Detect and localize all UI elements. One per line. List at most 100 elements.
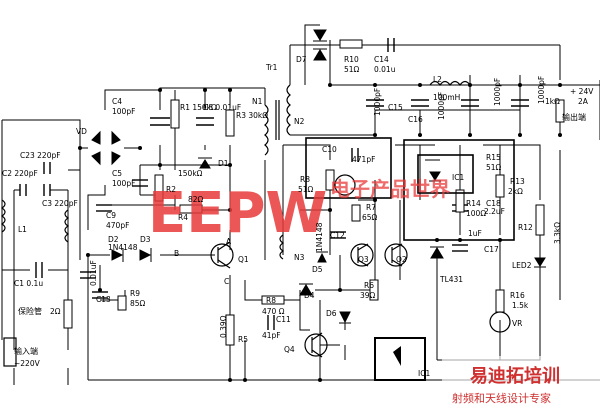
label-node-b: B bbox=[174, 249, 179, 258]
label-node-c: C bbox=[224, 277, 229, 286]
label-r3: R3 30kΩ bbox=[236, 111, 268, 120]
label-r14: R14 bbox=[466, 199, 481, 208]
label-vr: VR bbox=[512, 319, 522, 328]
label-r8: R8 bbox=[266, 296, 276, 305]
label-node-a: A bbox=[226, 237, 232, 246]
label-c9: C9 bbox=[106, 211, 116, 220]
label-c14: C14 bbox=[374, 55, 389, 64]
label-c4: C4 bbox=[112, 97, 122, 106]
label-r7: R7 bbox=[366, 203, 376, 212]
label-1000pf-a: 1000pF bbox=[373, 88, 382, 116]
label-d4: D4 bbox=[304, 291, 315, 300]
label-r16: R16 bbox=[510, 291, 525, 300]
transistors bbox=[3, 137, 515, 381]
label-r15: R15 bbox=[486, 153, 501, 162]
label-1uf: 1uF bbox=[468, 229, 482, 238]
label-r2: R2 bbox=[166, 185, 176, 194]
label-tl431: TL431 bbox=[439, 275, 463, 284]
label-33kohm: 3.3kΩ bbox=[553, 222, 562, 244]
label-1kohm: 1kΩ bbox=[545, 97, 560, 106]
label-51ohm-b: 51Ω bbox=[298, 185, 314, 194]
watermark-eepw: EEPW 电子产品世界 bbox=[148, 177, 450, 246]
component-labels: VD C23 220pF C2 220pF C3 220pF L1 C1 0.1… bbox=[2, 55, 594, 378]
label-51ohm-a: 51Ω bbox=[344, 65, 360, 74]
watermark-training-title: 易迪拓培训 bbox=[470, 365, 560, 387]
label-c16: C16 bbox=[408, 115, 423, 124]
label-1000pf-b: 1000pF bbox=[437, 92, 446, 120]
label-r8b: R8 bbox=[300, 175, 310, 184]
watermark-eepw-text: EEPW bbox=[148, 181, 327, 246]
junction-dots bbox=[78, 83, 562, 382]
label-82ohm: 82Ω bbox=[188, 195, 204, 204]
label-n2: N2 bbox=[294, 117, 305, 126]
label-n1: N1 bbox=[252, 97, 263, 106]
label-2a: 2A bbox=[578, 97, 589, 106]
label-input: 输入端 bbox=[14, 346, 38, 356]
label-22uf: 2.2uF bbox=[484, 207, 505, 216]
label-c18: C18 bbox=[486, 199, 501, 208]
label-d5: D5 bbox=[312, 265, 323, 274]
watermark-training-subtitle: 射频和天线设计专家 bbox=[452, 391, 551, 405]
label-d3: D3 bbox=[140, 235, 151, 244]
label-c15: C15 bbox=[388, 103, 403, 112]
label-r9: R9 bbox=[130, 289, 140, 298]
label-n3: N3 bbox=[294, 253, 305, 262]
label-c5-value: 100pF bbox=[112, 179, 135, 188]
watermark-training: 易迪拓培训 射频和天线设计专家 bbox=[442, 356, 600, 408]
label-1n4148: 1N4148 bbox=[108, 243, 138, 252]
label-c9-value: 470pF bbox=[106, 221, 129, 230]
label-d1: D1 bbox=[218, 159, 229, 168]
label-q4: Q4 bbox=[284, 345, 295, 354]
label-q2: Q2 bbox=[396, 255, 407, 264]
label-c12: C12 bbox=[330, 231, 345, 240]
label-c2: C2 220pF bbox=[2, 169, 38, 178]
label-c11: C11 bbox=[276, 315, 291, 324]
label-q1: Q1 bbox=[238, 255, 249, 264]
label-150k: 150kΩ bbox=[178, 169, 203, 178]
label-c1: C1 0.1u bbox=[14, 279, 43, 288]
label-470ohm: 470 Ω bbox=[262, 307, 285, 316]
label-100ohm: 100Ω bbox=[466, 209, 486, 218]
label-471pf: 471pF bbox=[352, 155, 375, 164]
label-c5: C5 bbox=[112, 169, 122, 178]
resistors bbox=[63, 39, 565, 346]
label-r5: R5 bbox=[238, 335, 248, 344]
label-r6: R6 bbox=[364, 281, 374, 290]
label-c13: C13 bbox=[96, 295, 111, 304]
label-c14-value: 0.01u bbox=[374, 65, 396, 74]
label-1n4148b: 1N4148 bbox=[315, 222, 324, 252]
label-65ohm: 65Ω bbox=[362, 213, 378, 222]
label-41pf: 41pF bbox=[262, 331, 281, 340]
label-fuse: 保险管 bbox=[18, 306, 42, 316]
label-51ohm-c: 51Ω bbox=[486, 163, 502, 172]
label-ic1-opto: IC1 bbox=[418, 369, 430, 378]
label-r1: R1 150kΩ bbox=[180, 103, 217, 112]
label-39ohm: 39Ω bbox=[360, 291, 376, 300]
label-r12: R12 bbox=[518, 223, 533, 232]
label-led2: LED2 bbox=[512, 261, 532, 270]
label-c10: C10 bbox=[322, 145, 337, 154]
label-039ohm: 0.39Ω bbox=[219, 315, 228, 338]
label-15k: 1.5k bbox=[512, 301, 529, 310]
label-r10: R10 bbox=[344, 55, 359, 64]
label-d7: D7 bbox=[296, 55, 307, 64]
label-l1: L1 bbox=[18, 225, 27, 234]
diodes bbox=[91, 29, 546, 324]
label-1000pf-d: 1000pF bbox=[537, 76, 546, 104]
label-output: 输出端 bbox=[562, 112, 586, 122]
label-ic1: IC1 bbox=[452, 173, 464, 182]
inductors bbox=[0, 80, 471, 260]
label-c17: C17 bbox=[484, 245, 499, 254]
label-c8: C8 0.01uF bbox=[203, 103, 241, 112]
label-c23: C23 220pF bbox=[20, 151, 61, 160]
label-c4-value: 100pF bbox=[112, 107, 135, 116]
label-2kohm: 2kΩ bbox=[508, 187, 523, 196]
label-d6: D6 bbox=[326, 309, 337, 318]
label-85ohm: 85Ω bbox=[130, 299, 146, 308]
label-100mh: 100mH bbox=[433, 93, 460, 102]
label-1000pf-c: 1000pF bbox=[493, 78, 502, 106]
label-vd: VD bbox=[76, 127, 87, 136]
label-r4: R4 bbox=[178, 213, 188, 222]
label-2ohm: 2Ω bbox=[50, 307, 61, 316]
